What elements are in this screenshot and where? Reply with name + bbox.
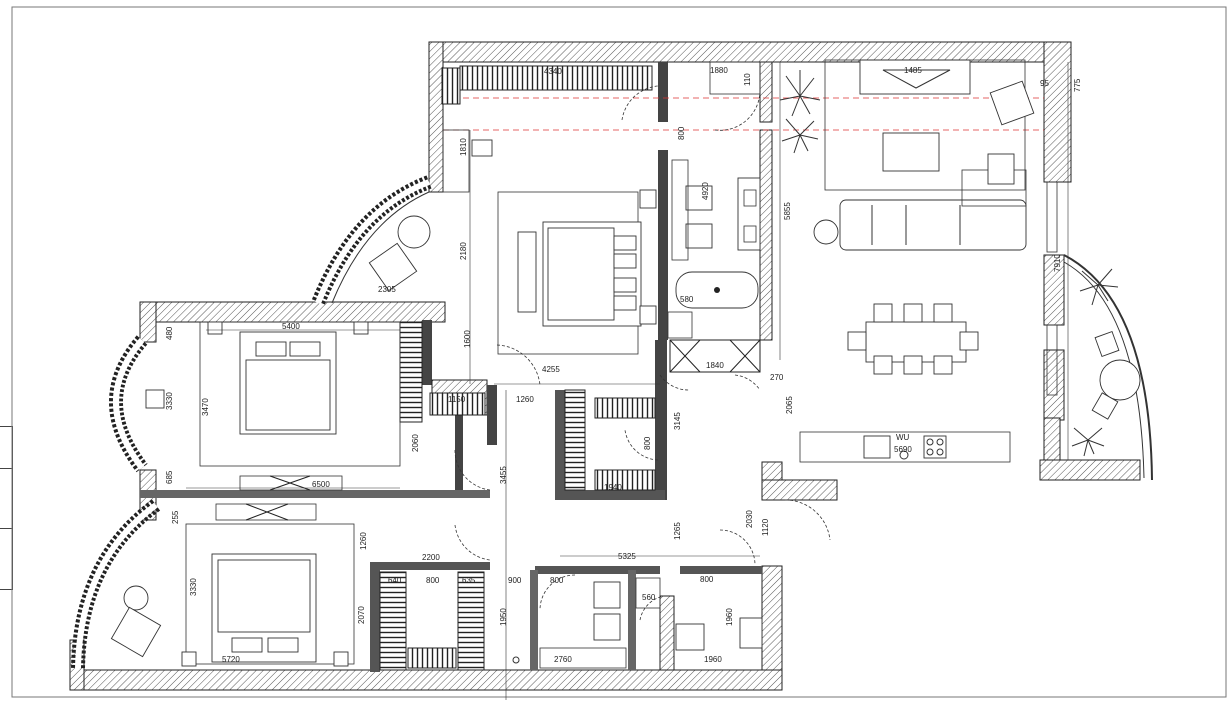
svg-text:4340: 4340: [544, 67, 562, 76]
svg-text:2060: 2060: [411, 434, 420, 452]
svg-text:580: 580: [680, 295, 694, 304]
svg-text:1950: 1950: [499, 608, 508, 626]
svg-text:95: 95: [1040, 79, 1049, 88]
bedroom-left-top: [145, 321, 401, 491]
svg-text:2305: 2305: [378, 285, 396, 294]
svg-text:3145: 3145: [673, 412, 682, 430]
svg-text:5690: 5690: [894, 445, 912, 454]
svg-text:1120: 1120: [761, 518, 770, 536]
svg-text:1485: 1485: [904, 66, 922, 75]
svg-text:255: 255: [171, 510, 180, 524]
svg-text:3455: 3455: [499, 466, 508, 484]
svg-text:1265: 1265: [673, 522, 682, 540]
lower-bathrooms: [512, 577, 763, 669]
svg-text:560: 560: [642, 593, 656, 602]
svg-text:900: 900: [508, 576, 522, 585]
svg-text:WU: WU: [896, 433, 910, 442]
svg-text:4920: 4920: [701, 182, 710, 200]
svg-text:1880: 1880: [710, 66, 728, 75]
svg-text:640: 640: [388, 576, 402, 585]
svg-text:6500: 6500: [312, 480, 330, 489]
svg-text:800: 800: [643, 436, 652, 450]
svg-text:5855: 5855: [783, 202, 792, 220]
svg-text:7910: 7910: [1053, 254, 1062, 272]
svg-text:5720: 5720: [222, 655, 240, 664]
svg-text:800: 800: [550, 576, 564, 585]
svg-text:685: 685: [165, 470, 174, 484]
living-room: [799, 59, 1141, 463]
exterior-walls: [69, 41, 1141, 691]
bedroom-left-bottom: [110, 503, 355, 667]
svg-text:1810: 1810: [459, 138, 468, 156]
svg-text:2070: 2070: [357, 606, 366, 624]
svg-text:2760: 2760: [554, 655, 572, 664]
svg-text:5400: 5400: [282, 322, 300, 331]
svg-text:480: 480: [165, 326, 174, 340]
svg-text:2065: 2065: [785, 396, 794, 414]
svg-text:2180: 2180: [459, 242, 468, 260]
svg-text:2030: 2030: [745, 510, 754, 528]
sheet-border: [11, 6, 1227, 698]
svg-text:775: 775: [1073, 78, 1082, 92]
svg-text:1960: 1960: [725, 608, 734, 626]
svg-text:1150: 1150: [448, 395, 466, 404]
svg-text:110: 110: [743, 73, 752, 86]
svg-text:270: 270: [770, 373, 784, 382]
svg-text:4255: 4255: [542, 365, 560, 374]
master-bathroom: [667, 61, 761, 339]
svg-text:2200: 2200: [422, 553, 440, 562]
svg-text:3470: 3470: [201, 398, 210, 416]
svg-text:1940: 1940: [604, 483, 622, 492]
svg-text:1600: 1600: [463, 330, 472, 348]
svg-text:3330: 3330: [165, 392, 174, 410]
svg-text:1960: 1960: [704, 655, 722, 664]
svg-text:1260: 1260: [516, 395, 534, 404]
plant-icons: [779, 70, 1119, 457]
svg-text:1260: 1260: [359, 532, 368, 550]
bay-windows: [71, 175, 1153, 669]
dimension-lines: [186, 62, 1069, 700]
master-bedroom: [368, 129, 657, 355]
svg-text:1840: 1840: [706, 361, 724, 370]
svg-text:3330: 3330: [189, 578, 198, 596]
svg-text:800: 800: [700, 575, 714, 584]
dimension-labels: 4340 1880 110 1485 95 775 1810 800 4920 …: [165, 66, 1082, 664]
wardrobes: [379, 65, 761, 671]
svg-text:635: 635: [462, 576, 476, 585]
svg-text:800: 800: [426, 576, 440, 585]
svg-text:800: 800: [677, 126, 686, 140]
doors: [454, 85, 831, 621]
svg-text:5325: 5325: [618, 552, 636, 561]
